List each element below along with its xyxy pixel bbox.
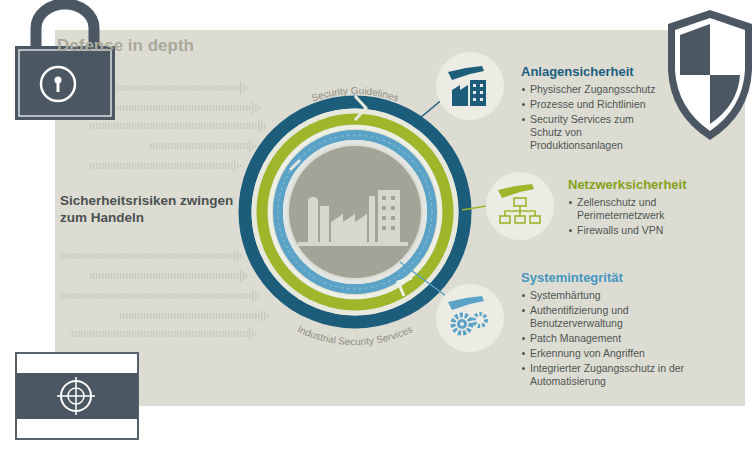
- risk-arrow: [60, 249, 244, 263]
- risk-arrow: [70, 327, 258, 341]
- ring-label-path: Security Guidelines: [310, 85, 400, 104]
- ring-label: Industrial Security Services: [296, 323, 414, 347]
- bullet-text: Erkennung von Angriffen: [530, 347, 645, 359]
- bullet-dot: [522, 88, 525, 91]
- side-label: Sicherheitsrisiken zwingen zum Handeln: [60, 192, 235, 226]
- background-panel: [55, 30, 745, 406]
- bullet-text: Patch Management: [530, 332, 621, 344]
- bullet-item: Authentifizierung und Benutzerverwaltung: [521, 304, 691, 330]
- bullet-item: Integrierter Zugangsschutz in der Automa…: [521, 362, 691, 388]
- security-section: NetzwerksicherheitZellenschutz und Perim…: [568, 177, 742, 239]
- bullet-item: Zellenschutz und Perimeternetzwerk: [568, 196, 742, 222]
- bullet-dot: [522, 309, 525, 312]
- bullet-item: Security Services zum Schutz von Produkt…: [521, 113, 664, 152]
- bullet-dot: [522, 294, 525, 297]
- plant-icon: [436, 52, 504, 120]
- bullet-text: Authentifizierung und Benutzerverwaltung: [530, 304, 629, 329]
- section-heading: Netzwerksicherheit: [568, 177, 742, 193]
- risk-arrow: [120, 309, 270, 323]
- bullet-item: Prozesse und Richtlinien: [521, 98, 664, 111]
- shield-icon: [668, 10, 752, 140]
- leader-line: [462, 206, 486, 210]
- bullet-text: Physischer Zugangsschutz: [530, 83, 655, 95]
- bullet-text: Firewalls und VPN: [577, 224, 663, 236]
- bullet-dot: [522, 352, 525, 355]
- bullet-item: Firewalls und VPN: [568, 224, 742, 237]
- risk-arrow: [60, 289, 262, 303]
- bullet-text: Integrierter Zugangsschutz in der Automa…: [530, 362, 684, 387]
- bullet-item: Erkennung von Angriffen: [521, 347, 691, 360]
- ring-label: Security Guidelines: [310, 85, 400, 104]
- bullet-dot: [569, 201, 572, 204]
- bullet-dot: [522, 337, 525, 340]
- bullet-text: Systemhärtung: [530, 289, 601, 301]
- bullet-dot: [522, 118, 525, 121]
- bullet-item: Physischer Zugangsschutz: [521, 83, 664, 96]
- bullet-item: Systemhärtung: [521, 289, 691, 302]
- risk-arrow: [90, 269, 250, 283]
- lock-icon: [15, 4, 115, 120]
- risk-arrow: [150, 139, 258, 153]
- security-section: SystemintegritätSystemhärtungAuthentifiz…: [521, 270, 691, 390]
- network-icon: [486, 172, 554, 240]
- bullet-dot: [522, 367, 525, 370]
- diagram-title: Defense in depth: [57, 36, 194, 56]
- risk-arrow: [90, 159, 242, 173]
- bullet-text: Zellenschutz und Perimeternetzwerk: [577, 196, 665, 221]
- target-icon: [16, 353, 138, 439]
- bullet-dot: [569, 229, 572, 232]
- security-section: AnlagensicherheitPhysischer Zugangsschut…: [521, 64, 664, 154]
- bullet-text: Security Services zum Schutz von Produkt…: [530, 113, 634, 151]
- defense-rings: [245, 96, 465, 322]
- bullet-item: Patch Management: [521, 332, 691, 345]
- section-heading: Anlagensicherheit: [521, 64, 664, 80]
- section-heading: Systemintegrität: [521, 270, 691, 286]
- ring-label-path: Industrial Security Services: [296, 323, 414, 347]
- gears-icon: [436, 284, 504, 352]
- bullet-text: Prozesse und Richtlinien: [530, 98, 646, 110]
- bullet-dot: [522, 103, 525, 106]
- leader-line: [400, 262, 446, 296]
- risk-arrow: [90, 119, 268, 133]
